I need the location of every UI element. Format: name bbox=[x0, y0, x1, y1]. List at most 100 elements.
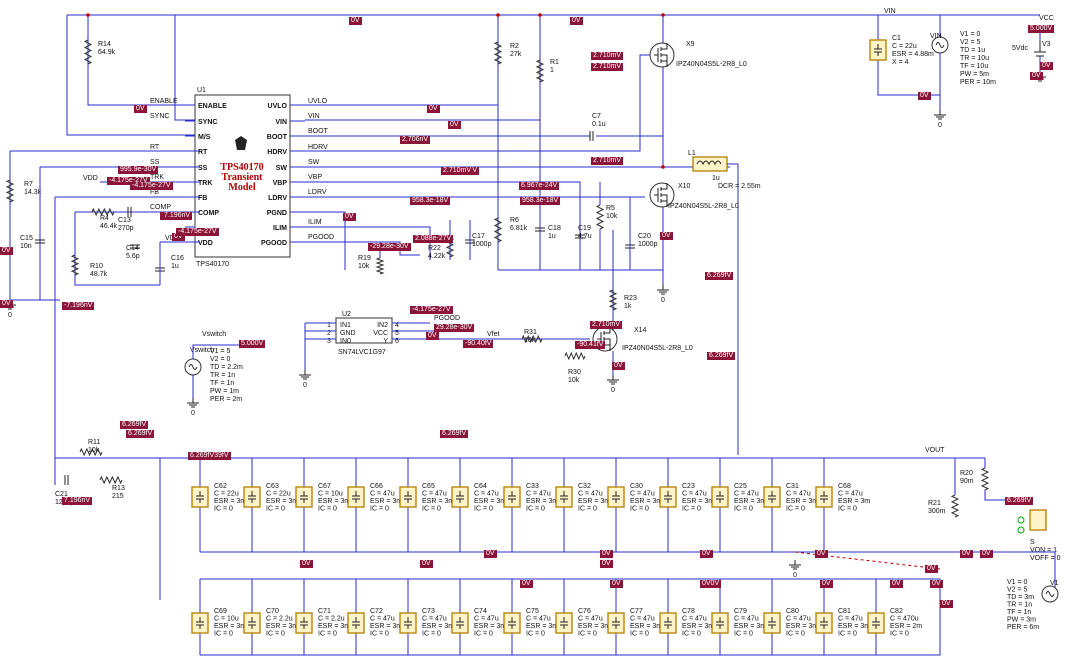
voltage-probe-label[interactable]: 0V bbox=[448, 121, 461, 129]
voltage-probe-label[interactable]: 0V bbox=[520, 580, 533, 588]
voltage-probe-label[interactable]: 6.967e-24V bbox=[519, 182, 560, 190]
voltage-probe-label[interactable]: 0V bbox=[918, 92, 931, 100]
cap-bank-bottom-text: C73 bbox=[422, 608, 435, 615]
capacitor-plates bbox=[874, 44, 882, 56]
ground-symbol bbox=[789, 560, 801, 570]
voltage-probe-label[interactable]: 0V bbox=[484, 550, 497, 558]
voltage-probe-label[interactable]: 2.710mV bbox=[591, 157, 624, 165]
voltage-probe-label[interactable]: -4.175e-27V bbox=[410, 306, 453, 314]
cap-bank-top-text: C31 bbox=[786, 483, 799, 490]
voltage-probe-label[interactable]: -4.175e-27V bbox=[176, 228, 219, 236]
voltage-probe-label[interactable]: 0V bbox=[612, 362, 625, 370]
voltage-probe-label[interactable]: 2.710mV bbox=[591, 63, 624, 71]
voltage-probe-label[interactable]: 0V bbox=[980, 550, 993, 558]
cap-bank-bottom-capacitor bbox=[763, 612, 781, 634]
voltage-probe-label[interactable]: 0V bbox=[600, 560, 613, 568]
voltage-probe-label[interactable]: 0V bbox=[172, 233, 185, 241]
voltage-probe-label[interactable]: 6.269fV bbox=[126, 430, 155, 438]
cap-bank-bottom-capacitor bbox=[659, 612, 677, 634]
c16-text: 1u bbox=[171, 263, 179, 270]
voltage-probe-label[interactable]: 0V bbox=[600, 550, 613, 558]
cap-bank-top-text: C30 bbox=[630, 483, 643, 490]
capacitor-plates bbox=[456, 491, 464, 503]
voltage-probe-label[interactable]: 995.9e-30V bbox=[118, 166, 159, 174]
voltage-probe-label[interactable]: 6.269fV bbox=[707, 352, 736, 360]
voltage-probe-label[interactable]: 0V bbox=[1030, 72, 1043, 80]
voltage-probe-label[interactable]: 6.269fV bbox=[1005, 497, 1034, 505]
voltage-probe-label[interactable]: 0V bbox=[420, 560, 433, 568]
capacitor-plates bbox=[196, 491, 204, 503]
ic-u2-pin: VCC bbox=[373, 330, 388, 337]
voltage-probe-label[interactable]: 0V bbox=[300, 560, 313, 568]
voltage-probe-label[interactable]: -7.196nV bbox=[62, 302, 95, 310]
voltage-probe-label[interactable]: 6.269fV bbox=[705, 272, 734, 280]
voltage-probe-label[interactable]: 0V bbox=[960, 550, 973, 558]
voltage-probe-label[interactable]: 5.000V bbox=[1028, 25, 1055, 33]
cap-bank-top-capacitor bbox=[243, 486, 261, 508]
voltage-probe-label[interactable]: 2.710mV bbox=[590, 321, 623, 329]
voltage-probe-label[interactable]: 0V bbox=[343, 213, 356, 221]
voltage-probe-label[interactable]: -29.28e-30V bbox=[368, 243, 411, 251]
ic-u1-pin-comp: COMP bbox=[198, 210, 219, 217]
cap-bank-bottom-text: C = 470u bbox=[890, 616, 919, 623]
cap-bank-top-text: ESR = 3m bbox=[578, 498, 610, 505]
net-rt: RT bbox=[150, 144, 160, 151]
voltage-probe-label[interactable]: 7.196nV bbox=[62, 497, 93, 505]
cap-bank-bottom-text: C = 47u bbox=[526, 616, 551, 623]
cap-bank-top-text: C = 47u bbox=[786, 491, 811, 498]
voltage-probe-label[interactable]: -4.175e-27V bbox=[107, 177, 150, 185]
ic-u2-pin: IN0 bbox=[340, 338, 351, 345]
voltage-probe-label[interactable]: 0V bbox=[930, 580, 943, 588]
x14-name: X14 bbox=[634, 327, 647, 334]
voltage-probe-label[interactable]: 6.269fV39fV bbox=[188, 452, 231, 460]
r30-text: 10k bbox=[568, 377, 580, 384]
voltage-probe-label[interactable]: -4.175e-27V bbox=[130, 182, 173, 190]
r11-text: 10k bbox=[88, 447, 100, 454]
cap-bank-bottom-text: ESR = 3m bbox=[526, 623, 558, 630]
r31-resistor bbox=[521, 334, 543, 344]
voltage-probe-label[interactable]: 0V bbox=[134, 105, 147, 113]
voltage-probe-label[interactable]: 0V bbox=[570, 17, 583, 25]
voltage-probe-label[interactable]: 2.710mV bbox=[591, 52, 624, 60]
voltage-probe-label[interactable]: -90.40fV bbox=[463, 340, 494, 348]
voltage-probe-label[interactable]: 0V bbox=[815, 550, 828, 558]
voltage-probe-label[interactable]: 0V bbox=[0, 300, 13, 308]
voltage-probe-label[interactable]: 0V bbox=[700, 550, 713, 558]
voltage-probe-label[interactable]: 2.088e-27V bbox=[413, 235, 454, 243]
voltage-probe-label[interactable]: 0V bbox=[610, 580, 623, 588]
voltage-probe-label[interactable]: 958.3e-18V bbox=[520, 197, 561, 205]
voltage-probe-label[interactable]: 0V bbox=[890, 580, 903, 588]
voltage-probe-label[interactable]: 0V bbox=[820, 580, 833, 588]
voltage-probe-label[interactable]: 0V bbox=[427, 105, 440, 113]
voltage-probe-label[interactable]: 29.28e-30V bbox=[434, 324, 475, 332]
cap-bank-top-text: IC = 0 bbox=[630, 506, 649, 513]
voltage-probe-label[interactable]: 2.710mV V bbox=[441, 167, 480, 175]
voltage-probe-label[interactable]: 2.706nV bbox=[400, 136, 431, 144]
ic-u2-body bbox=[335, 317, 393, 344]
voltage-probe-label[interactable]: 0V bbox=[426, 332, 439, 340]
r19-resistor bbox=[375, 257, 385, 275]
voltage-probe-label[interactable]: 0V bbox=[1040, 62, 1053, 70]
cap-bank-bottom-text: C71 bbox=[318, 608, 331, 615]
voltage-probe-label[interactable]: 6.269fV bbox=[120, 421, 149, 429]
voltage-probe-label[interactable]: 0V bbox=[925, 565, 938, 573]
voltage-probe-label[interactable]: 0V bbox=[940, 600, 953, 608]
voltage-probe-label[interactable]: 0V bbox=[349, 17, 362, 25]
l1-dcr: DCR = 2.55m bbox=[718, 183, 761, 190]
voltage-probe-label[interactable]: 7.196nV bbox=[162, 212, 193, 220]
cap-bank-bottom-text: ESR = 3m bbox=[630, 623, 662, 630]
cap-bank-top-text: IC = 0 bbox=[422, 506, 441, 513]
cap-bank-top-text: C = 47u bbox=[630, 491, 655, 498]
r14-text: R14 bbox=[98, 41, 111, 48]
r6-text: R6 bbox=[510, 217, 519, 224]
voltage-probe-label[interactable]: 958.3e-18V bbox=[410, 197, 451, 205]
voltage-probe-label[interactable]: -90.41fV bbox=[575, 341, 606, 349]
voltage-probe-label[interactable]: 0V bbox=[0, 247, 13, 255]
voltage-probe-label[interactable]: 0V0V bbox=[700, 580, 722, 588]
switch-param: VOFF = 0 bbox=[1030, 555, 1061, 562]
voltage-probe-label[interactable]: 5.000V bbox=[239, 340, 266, 348]
voltage-probe-label[interactable]: 6.269fV bbox=[440, 430, 469, 438]
vswitch-param: PER = 2m bbox=[210, 396, 242, 403]
voltage-probe-label[interactable]: 0V bbox=[660, 232, 673, 240]
